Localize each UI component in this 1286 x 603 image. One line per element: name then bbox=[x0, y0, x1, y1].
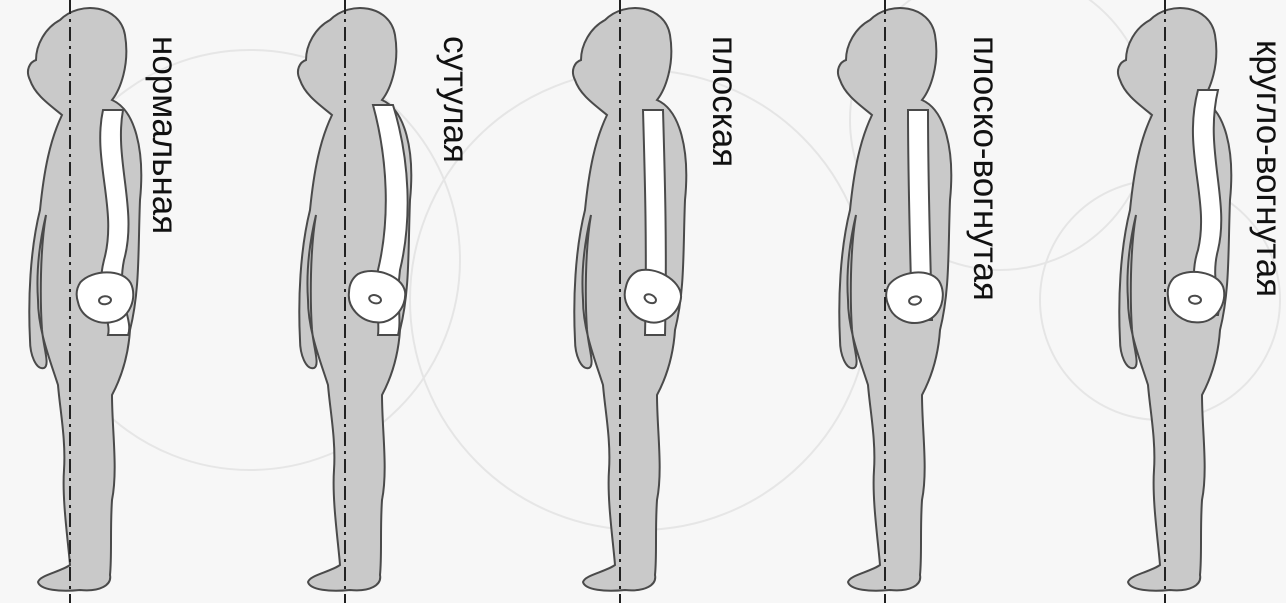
label-flat: плоская bbox=[707, 36, 742, 167]
label-flat-concave: плоско-вогнутая bbox=[968, 36, 1003, 301]
posture-figure-normal bbox=[28, 8, 141, 591]
label-normal: нормальная bbox=[147, 36, 182, 234]
posture-figure-flat-concave bbox=[838, 8, 951, 591]
label-round-concave: кругло-вогнутая bbox=[1251, 40, 1286, 297]
posture-figure-stooped bbox=[298, 8, 411, 591]
posture-figure-flat bbox=[573, 8, 688, 591]
label-stooped: сутулая bbox=[438, 36, 473, 163]
posture-figure-round-concave bbox=[1118, 8, 1231, 591]
